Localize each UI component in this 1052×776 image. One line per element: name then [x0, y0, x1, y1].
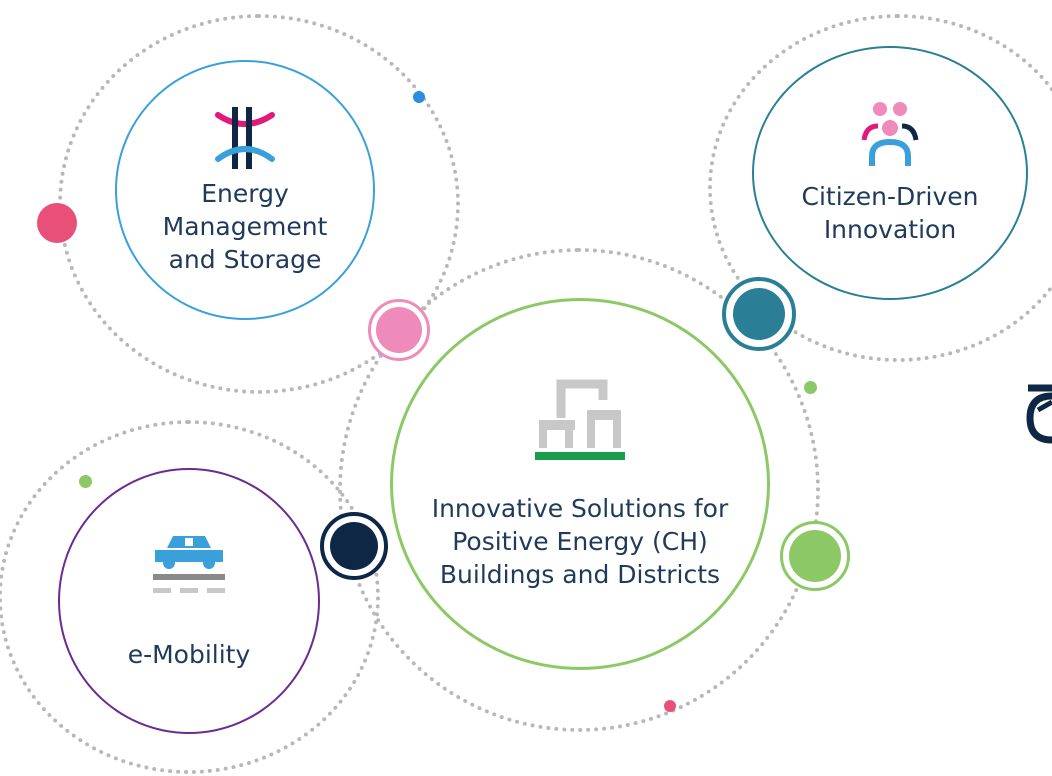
buildings-district-icon — [535, 379, 625, 460]
green-accent-dot-right — [804, 381, 817, 394]
light-pink-connector-dot — [368, 299, 430, 361]
energy-management-label: Energy Management and Storage — [162, 178, 328, 274]
energy-storage-icon — [215, 106, 275, 169]
electric-car-icon — [153, 535, 225, 593]
citizens-group-icon — [861, 102, 919, 166]
e-mobility-node[interactable]: e-Mobility — [58, 468, 320, 734]
green-connector-dot — [780, 521, 850, 591]
positive-energy-node[interactable]: Innovative Solutions for Positive Energy… — [390, 298, 770, 670]
cut-off-logo-icon — [1026, 384, 1052, 444]
citizen-orbit-ring — [708, 14, 1052, 362]
blue-accent-dot — [413, 91, 425, 103]
positive-orbit-ring — [338, 248, 820, 732]
green-accent-dot-left — [79, 475, 92, 488]
pink-accent-dot-small — [664, 700, 676, 712]
navy-connector-dot — [320, 512, 388, 580]
e-mobility-label: e-Mobility — [127, 639, 251, 669]
pink-accent-dot — [37, 203, 77, 243]
energy-management-node[interactable]: Energy Management and Storage — [115, 60, 375, 320]
citizen-driven-label: Citizen-Driven Innovation — [801, 182, 979, 244]
citizen-driven-node[interactable]: Citizen-Driven Innovation — [752, 46, 1028, 300]
positive-energy-label: Innovative Solutions for Positive Energy… — [431, 493, 729, 589]
teal-connector-dot — [722, 277, 796, 351]
